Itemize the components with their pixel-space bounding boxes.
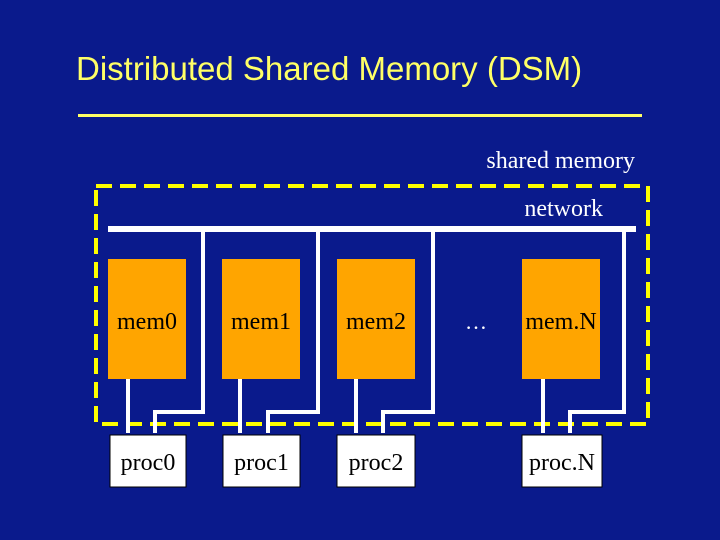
processor-node-1: proc1 bbox=[222, 434, 301, 488]
processor-node-2: proc2 bbox=[336, 434, 416, 488]
memory-node-n: mem.N bbox=[522, 259, 600, 379]
network-label: network bbox=[524, 196, 603, 222]
processor-label-1: proc1 bbox=[234, 450, 289, 476]
title-underline bbox=[78, 114, 642, 117]
processor-node-n: proc.N bbox=[521, 434, 603, 488]
memory-node-2: mem2 bbox=[337, 259, 415, 379]
memory-node-1: mem1 bbox=[222, 259, 300, 379]
memory-label-1: mem1 bbox=[231, 309, 291, 335]
wire-1 bbox=[266, 229, 320, 433]
memory-node-0: mem0 bbox=[108, 259, 186, 379]
processor-label-2: proc2 bbox=[349, 450, 404, 476]
processor-label-n: proc.N bbox=[529, 450, 595, 476]
wire-2 bbox=[381, 229, 435, 433]
memory-label-0: mem0 bbox=[117, 309, 177, 335]
memory-label-2: mem2 bbox=[346, 309, 406, 335]
wire-n bbox=[568, 229, 626, 433]
processor-label-0: proc0 bbox=[121, 450, 176, 476]
shared-memory-region bbox=[94, 184, 650, 426]
memory-label-n: mem.N bbox=[525, 309, 596, 335]
shared-memory-label: shared memory bbox=[486, 148, 635, 174]
wire-0 bbox=[153, 229, 205, 433]
processor-node-0: proc0 bbox=[109, 434, 187, 488]
slide-title: Distributed Shared Memory (DSM) bbox=[76, 50, 583, 87]
ellipsis-label: … bbox=[465, 309, 487, 334]
